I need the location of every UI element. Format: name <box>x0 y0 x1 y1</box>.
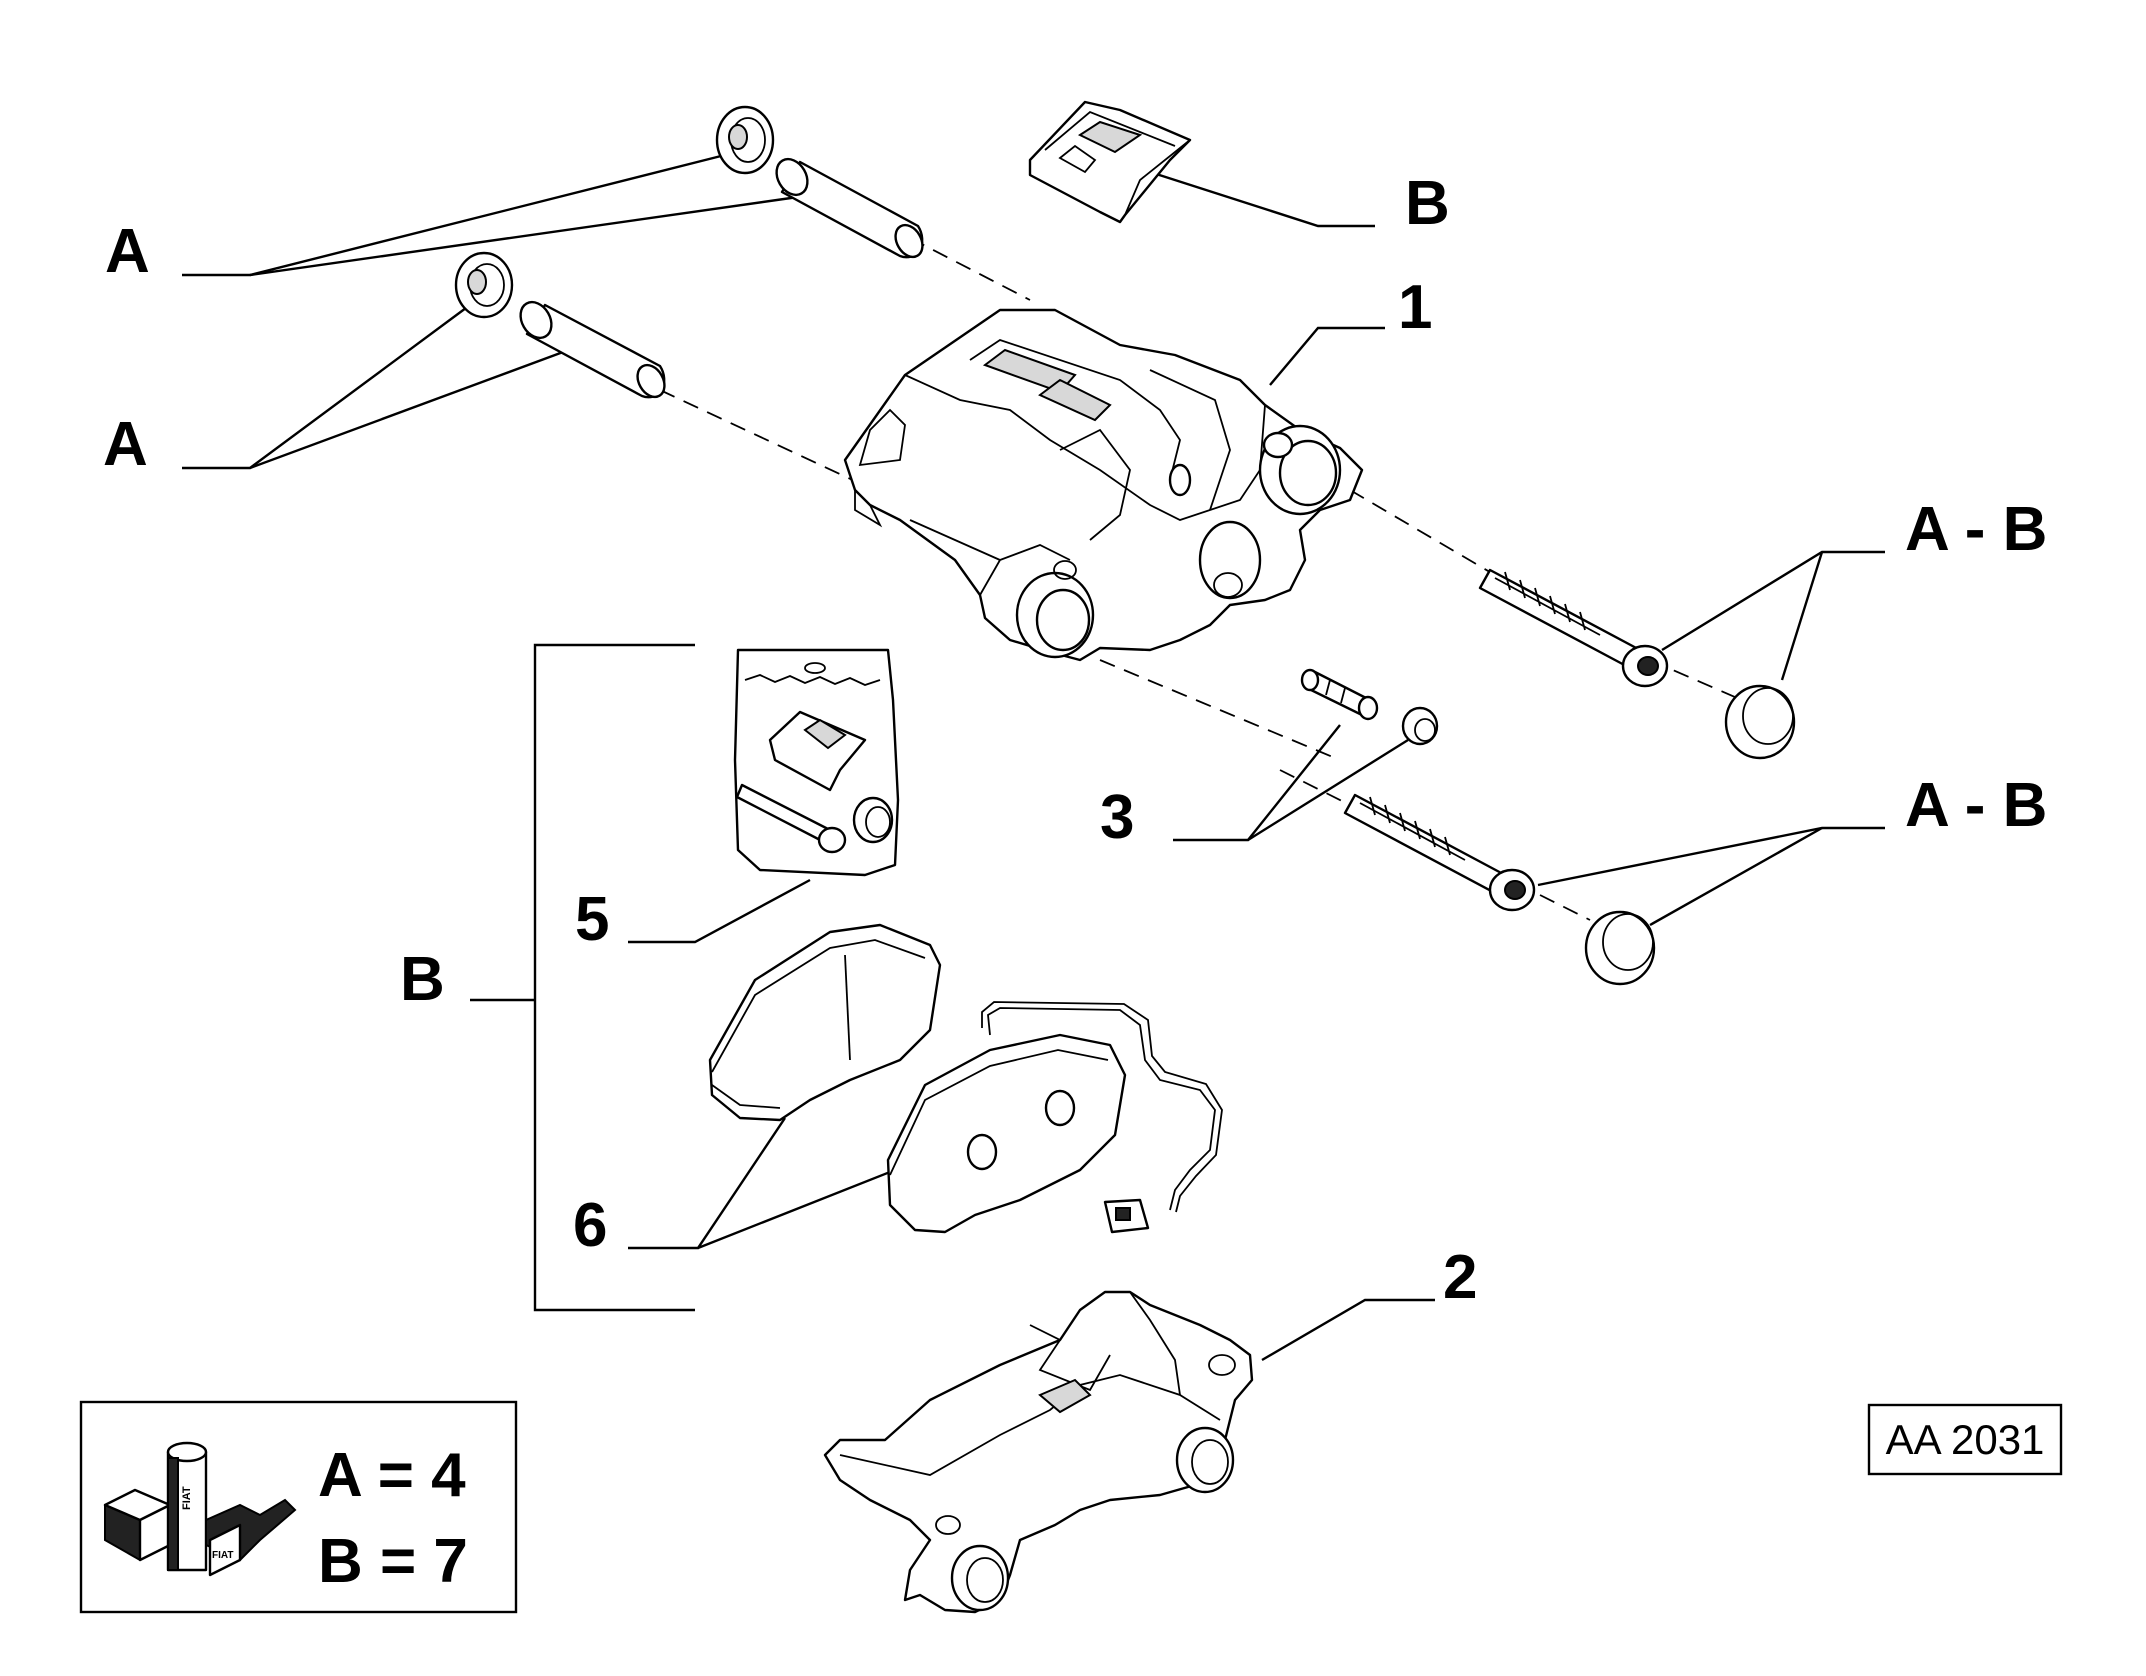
callout-a-mid: A <box>103 410 148 479</box>
guide-pin-mid-icon <box>519 300 666 399</box>
callout-ab-lower: A - B <box>1905 771 2047 840</box>
callout-part-5: 5 <box>575 885 609 954</box>
logo-text-2: FIAT <box>212 1550 233 1561</box>
bolt-lower-icon <box>1343 793 1536 912</box>
callout-a-top: A <box>105 217 150 286</box>
parts-kit-bag-icon <box>733 648 900 877</box>
spring-clip-icon <box>1028 100 1192 224</box>
guide-bushing-top-icon <box>715 105 775 175</box>
bleed-cap-icon <box>1401 706 1439 746</box>
callout-part-2: 2 <box>1443 1243 1477 1312</box>
callout-labels: A A B 1 A - B A - B 3 5 B 6 2 <box>103 169 2047 1312</box>
quantity-legend: FIAT FIAT A = 4 B = 7 <box>79 1400 518 1614</box>
callout-part-6: 6 <box>573 1191 607 1260</box>
brake-caliper-icon <box>843 308 1364 662</box>
callout-ab-upper: A - B <box>1905 495 2047 564</box>
guide-pin-top-icon <box>775 157 924 259</box>
legend-line-b: B = 7 <box>318 1527 468 1596</box>
logo-text-1: FIAT <box>181 1486 193 1510</box>
callout-part-3: 3 <box>1100 783 1134 852</box>
bleed-valve-icon <box>1300 668 1379 721</box>
callout-b-top: B <box>1405 169 1450 238</box>
guide-bushing-mid-icon <box>454 251 514 319</box>
brake-pad-right-icon <box>886 1001 1223 1234</box>
leader-lines <box>182 153 1885 1362</box>
dust-cap-lower-icon <box>1584 910 1656 986</box>
legend-line-a: A = 4 <box>318 1441 466 1510</box>
dust-cap-upper-icon <box>1724 684 1796 760</box>
bolt-upper-icon <box>1478 568 1669 688</box>
fiat-parts-logo-icon: FIAT FIAT <box>103 1441 297 1577</box>
brake-pad-left-icon <box>708 923 942 1122</box>
caliper-bracket-icon <box>823 1290 1254 1614</box>
callout-b-group: B <box>400 945 445 1014</box>
reference-code: AA 2031 <box>1886 1416 2045 1463</box>
reference-code-box: AA 2031 <box>1867 1403 2063 1476</box>
callout-part-1: 1 <box>1398 273 1432 342</box>
